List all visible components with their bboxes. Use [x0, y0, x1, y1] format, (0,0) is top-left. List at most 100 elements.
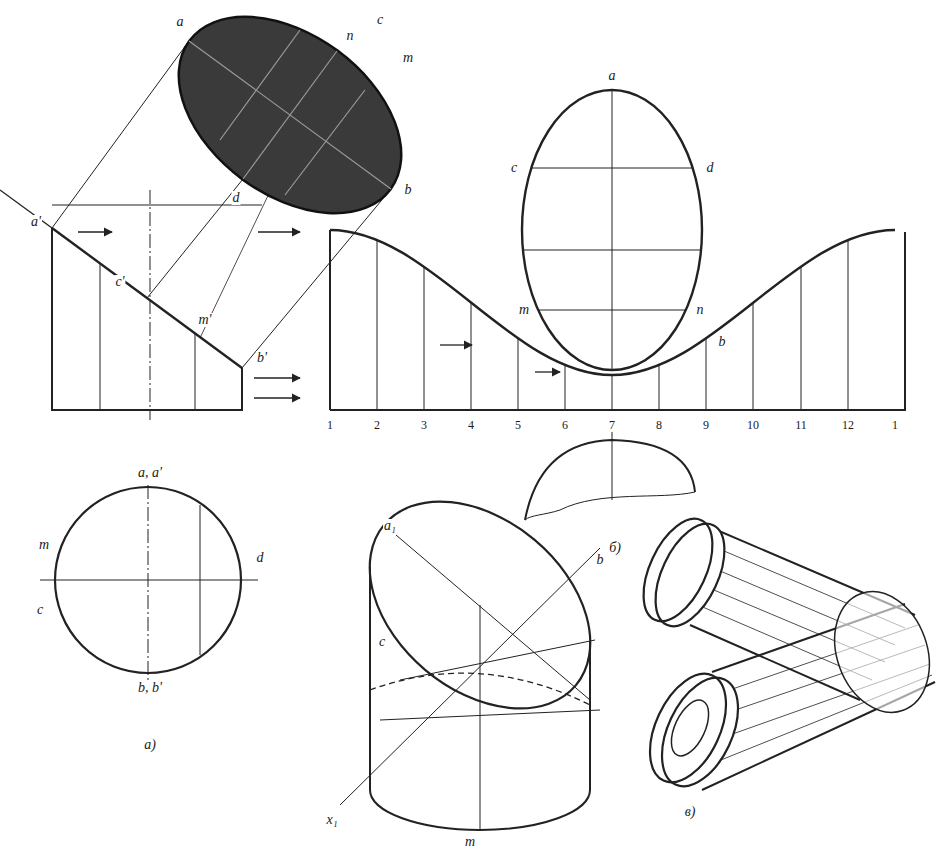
point-label: b [404, 183, 413, 197]
pipe-elbow-line [664, 694, 717, 761]
true-shape-ellipse-line [142, 0, 438, 254]
pipe-elbow-line [646, 666, 753, 798]
section-ellipse-line [612, 90, 613, 370]
front-view-line [242, 189, 391, 368]
generator-number: 11 [794, 419, 808, 431]
partial-view-line [525, 492, 695, 520]
point-label: c [36, 603, 44, 617]
generator-number: 6 [561, 419, 569, 431]
generator-number: 9 [702, 419, 710, 431]
development-line [535, 371, 560, 372]
front-view-line [0, 190, 52, 228]
development-line-line [424, 266, 425, 410]
point-label: d [256, 551, 265, 565]
development-line-line [377, 240, 378, 410]
point-label: m [38, 538, 50, 552]
point-label: d [706, 161, 715, 175]
point-label: a, a' [137, 466, 163, 480]
point-label: m' [197, 313, 212, 327]
figure-letter: в) [684, 805, 697, 819]
top-view-circle-line [200, 505, 201, 655]
generator-number: 10 [746, 419, 760, 431]
development-line-line [518, 339, 519, 410]
development-line [440, 344, 472, 345]
figure-letter: а) [143, 738, 157, 752]
development-line-line [565, 365, 566, 410]
generator-number: 8 [655, 419, 663, 431]
point-label: a₁ [383, 519, 397, 533]
generator-number: 1 [891, 419, 899, 431]
point-label: b, b' [137, 681, 163, 695]
cut-cylinder-axonometric-line-line [480, 605, 481, 830]
section-ellipse-line [522, 90, 702, 370]
pipe-elbow [629, 508, 941, 798]
true-shape-ellipse-line-line [189, 41, 391, 189]
development-line-line [612, 375, 613, 410]
development-line-line [706, 339, 707, 410]
section-ellipse-line [531, 168, 693, 169]
point-label: m [464, 835, 476, 849]
generator-number: 1 [326, 419, 334, 431]
top-view-circle-line [40, 580, 258, 581]
cut-cylinder-axonometric-line [369, 567, 371, 790]
point-label: d [232, 191, 241, 205]
point-label: b' [256, 351, 268, 365]
section-ellipse-line [538, 310, 686, 311]
front-view-line [78, 231, 112, 232]
true-shape-ellipse-line [189, 30, 391, 195]
partial-view-line [525, 440, 695, 520]
true-shape-ellipse-line-line [243, 51, 337, 179]
front-view-line [52, 228, 242, 410]
front-view-line [258, 231, 300, 232]
front-view-line [254, 377, 300, 378]
true-shape-ellipse-line-line [285, 90, 365, 195]
pipe-elbow-line [641, 513, 738, 636]
front-view-line [100, 263, 101, 410]
point-label: m [518, 303, 530, 317]
pipe-elbow-line [819, 578, 941, 725]
point-label: a [176, 15, 185, 29]
cut-cylinder-axonometric-line [589, 642, 591, 790]
point-label: b [596, 553, 605, 567]
point-label: n [346, 29, 355, 43]
front-view-line [150, 190, 151, 420]
pipe-elbow-line [634, 662, 741, 794]
generator-number: 7 [608, 419, 616, 431]
point-label: c [376, 13, 384, 27]
point-label: m [402, 51, 414, 65]
top-view-circle [40, 485, 258, 690]
point-label: b [718, 335, 727, 349]
generator-number: 2 [373, 419, 381, 431]
true-shape-ellipse [142, 0, 438, 254]
cut-cylinder-axonometric-line-line [400, 640, 595, 680]
front-view-line [195, 333, 196, 410]
point-label: a' [30, 215, 42, 229]
pipe-elbow-line [629, 508, 726, 631]
point-label: c' [114, 275, 125, 289]
front-view-line [147, 179, 243, 298]
development-line-line [471, 302, 472, 410]
section-ellipse-line [523, 250, 701, 251]
cut-cylinder-axonometric [330, 460, 631, 830]
figure-letter: б) [608, 541, 622, 555]
cut-cylinder-axonometric-line-line [380, 710, 600, 720]
true-shape-ellipse-line-line [220, 30, 300, 140]
cut-cylinder-axonometric-line [340, 535, 600, 830]
point-label: a [608, 69, 617, 83]
front-view-line [52, 204, 262, 205]
development-line [329, 230, 331, 410]
generator-number: 4 [467, 419, 475, 431]
point-label: c [378, 635, 386, 649]
generator-number: 12 [841, 419, 855, 431]
generator-number: 5 [514, 419, 522, 431]
top-view-circle-line [148, 485, 149, 690]
cut-cylinder-axonometric-line-line [340, 548, 600, 805]
partial-view [525, 432, 695, 520]
development-line-line [753, 302, 754, 410]
point-label: x₁ [325, 813, 338, 827]
section-ellipse [522, 90, 702, 370]
partial-view-line [612, 432, 613, 500]
point-label: n [696, 303, 705, 317]
